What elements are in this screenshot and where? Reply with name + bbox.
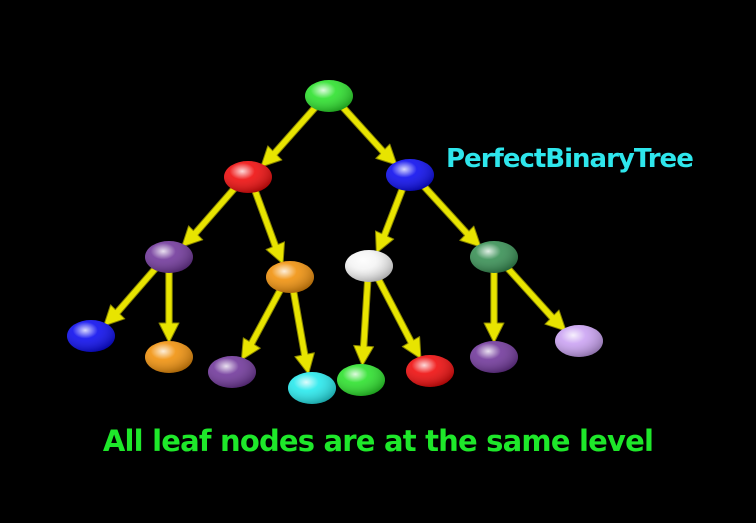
tree-node-rl <box>345 250 393 282</box>
edge-arrow-ll-llr <box>158 266 180 344</box>
edge-arrow-rr-rrl <box>483 266 505 344</box>
edge-arrow-r-rl <box>375 182 408 254</box>
edge-arrow-r-rr <box>417 179 482 248</box>
edge-arrow-l-ll <box>181 181 241 248</box>
tree-node-ll <box>145 241 193 273</box>
tree-node-r <box>386 159 434 191</box>
tree-node-lll <box>67 320 115 352</box>
edge-arrow-ll-lll <box>103 261 162 327</box>
tree-node-lrr <box>288 372 336 404</box>
edge-arrow-root-l <box>260 100 322 168</box>
tree-node-lrl <box>208 356 256 388</box>
tree-node-llr <box>145 341 193 373</box>
nodes-layer <box>67 80 603 404</box>
tree-node-lr <box>266 261 314 293</box>
diagram-caption: All leaf nodes are at the same level <box>102 424 654 458</box>
edge-arrow-rr-rrr <box>501 261 567 332</box>
tree-node-rr <box>470 241 518 273</box>
edges-layer <box>103 100 567 375</box>
edge-arrow-lr-lrl <box>240 283 286 361</box>
edge-arrow-lr-lrr <box>289 285 315 375</box>
edge-arrow-rl-rll <box>353 275 375 367</box>
edge-arrow-rl-rlr <box>372 272 422 360</box>
edge-arrow-root-r <box>336 100 398 166</box>
diagram-title: PerfectBinaryTree <box>446 144 694 174</box>
tree-node-l <box>224 161 272 193</box>
tree-node-rll <box>337 364 385 396</box>
tree-node-root <box>305 80 353 112</box>
edge-arrow-l-lr <box>250 184 285 265</box>
tree-node-rrr <box>555 325 603 357</box>
tree-node-rrl <box>470 341 518 373</box>
tree-node-rlr <box>406 355 454 387</box>
